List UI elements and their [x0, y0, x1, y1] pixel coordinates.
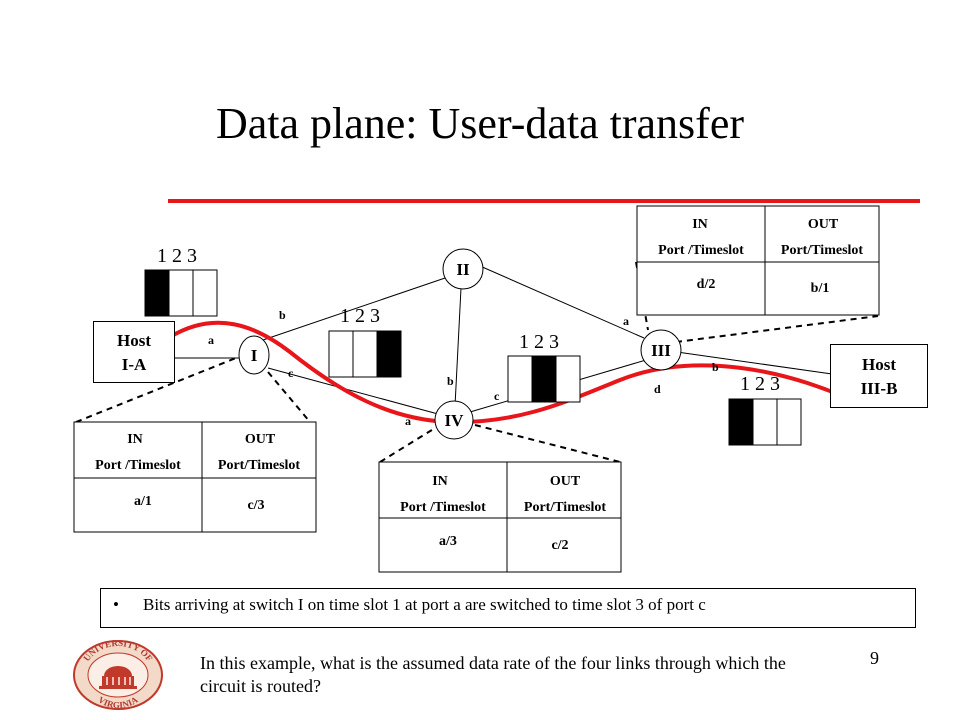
table-IV-in-sub: Port /Timeslot — [400, 500, 486, 515]
table-I-out-sub: Port/Timeslot — [218, 458, 301, 473]
connector-IV-left — [379, 424, 441, 463]
host-III-B-line2: III-B — [860, 379, 898, 398]
bullet-text: Bits arriving at switch I on time slot 1… — [143, 595, 706, 614]
time-slot-3 — [376, 330, 402, 378]
time-slot-2 — [352, 330, 378, 378]
port-label-I-c: c — [288, 366, 294, 380]
table-III-out-header: OUT — [808, 217, 839, 232]
seal-bottom-text: VIRGINIA — [96, 694, 139, 710]
table-IV-out-value: c/2 — [551, 538, 568, 553]
time-slot-1 — [507, 355, 533, 403]
time-slot-1 — [728, 398, 754, 446]
time-slot-1 — [328, 330, 354, 378]
switch-IV-label: IV — [445, 411, 465, 430]
table-IV-out-header: OUT — [550, 474, 581, 489]
slot-numbers-hostA: 1 2 3 — [157, 245, 197, 267]
time-slot-2 — [752, 398, 778, 446]
table-I-out-header: OUT — [245, 432, 276, 447]
port-label-III-d: d — [654, 382, 661, 396]
table-switch-IV: IN OUT Port /Timeslot Port/Timeslot a/3 … — [378, 461, 622, 573]
host-III-B-line1: Host — [862, 355, 896, 374]
title-underline — [168, 199, 920, 203]
host-I-A-line1: Host — [117, 331, 151, 350]
question-text: In this example, what is the assumed dat… — [200, 653, 786, 696]
port-label-host-a: a — [208, 333, 214, 347]
connector-III-right — [675, 315, 879, 343]
slot-numbers-I-IV: 1 2 3 — [340, 305, 380, 327]
connector-I-left — [75, 357, 237, 423]
table-III-border — [636, 205, 880, 316]
table-switch-III: IN OUT Port /Timeslot Port/Timeslot d/2 … — [636, 205, 880, 316]
frame-III-to-hostB — [728, 398, 802, 446]
slot-numbers-III-hostB: 1 2 3 — [740, 373, 780, 395]
frame-hostA — [144, 269, 218, 317]
link-I-IV — [267, 367, 439, 415]
link-II-III — [479, 265, 645, 339]
port-label-IV-c: c — [494, 389, 500, 403]
switch-III-node — [640, 329, 682, 371]
table-I-out-value: c/3 — [247, 498, 264, 513]
table-I-in-value: a/1 — [134, 494, 152, 509]
connector-IV-right — [474, 424, 621, 463]
port-label-III-b: b — [712, 360, 719, 374]
port-label-III-a: a — [623, 314, 629, 328]
table-I-in-sub: Port /Timeslot — [95, 458, 181, 473]
port-label-I-b: b — [279, 308, 286, 322]
university-seal-logo: UNIVERSITY OF VIRGINIA — [73, 638, 163, 710]
time-slot-3 — [776, 398, 802, 446]
table-III-in-value: d/2 — [697, 277, 716, 292]
link-III-hostB — [676, 351, 833, 375]
link-II-IV — [454, 287, 462, 407]
bullet-dot: • — [113, 595, 119, 614]
slide-title: Data plane: User-data transfer — [215, 99, 745, 148]
table-IV-in-value: a/3 — [439, 534, 457, 549]
switch-IV-node — [434, 400, 474, 440]
time-slot-1 — [144, 269, 170, 317]
host-III-B: Host III-B — [830, 344, 928, 408]
frame-IV-to-III — [507, 355, 581, 403]
frame-I-to-IV — [328, 330, 402, 378]
switch-I-node — [238, 335, 270, 375]
page-number: 9 — [870, 648, 879, 668]
table-IV-border — [378, 461, 622, 573]
port-label-IV-b: b — [447, 374, 454, 388]
svg-text:VIRGINIA: VIRGINIA — [96, 694, 139, 710]
switch-II-label: II — [456, 260, 470, 279]
switch-II-node — [442, 248, 484, 290]
port-label-IV-a: a — [405, 414, 411, 428]
switch-I-label: I — [251, 346, 258, 365]
time-slot-3 — [555, 355, 581, 403]
host-I-A: Host I-A — [93, 321, 175, 383]
slot-numbers-IV-III: 1 2 3 — [519, 331, 559, 353]
time-slot-2 — [531, 355, 557, 403]
table-switch-I: IN OUT Port /Timeslot Port/Timeslot a/1 … — [73, 421, 317, 533]
table-III-in-header: IN — [692, 217, 708, 232]
link-I-II — [262, 276, 449, 341]
table-I-in-header: IN — [127, 432, 143, 447]
table-IV-out-sub: Port/Timeslot — [524, 500, 607, 515]
table-IV-in-header: IN — [432, 474, 448, 489]
switch-III-label: III — [651, 341, 671, 360]
table-I-border — [73, 421, 317, 533]
table-III-out-sub: Port/Timeslot — [781, 243, 864, 258]
table-III-out-value: b/1 — [811, 281, 830, 296]
host-I-A-line2: I-A — [121, 355, 147, 374]
time-slot-2 — [168, 269, 194, 317]
table-III-in-sub: Port /Timeslot — [658, 243, 744, 258]
bullet-box: • Bits arriving at switch I on time slot … — [100, 588, 916, 628]
time-slot-3 — [192, 269, 218, 317]
